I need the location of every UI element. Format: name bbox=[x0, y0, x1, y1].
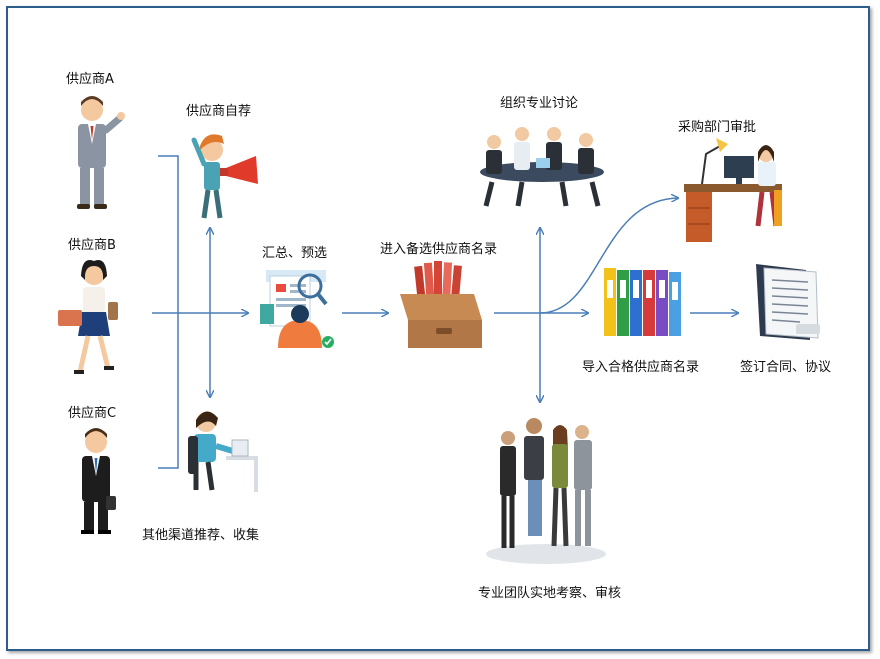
self-recommend-figure bbox=[191, 134, 258, 219]
supplier-c-figure bbox=[81, 428, 116, 534]
label-inspection: 专业团队实地考察、审核 bbox=[478, 586, 622, 601]
label-supplier-a: 供应商A bbox=[66, 72, 114, 87]
discussion-figure bbox=[480, 127, 604, 207]
label-summary: 汇总、预选 bbox=[262, 246, 328, 261]
supplier-a-figure bbox=[77, 96, 125, 209]
inspection-team-figure bbox=[486, 418, 606, 564]
supplier-b-figure bbox=[58, 260, 118, 374]
approval-figure bbox=[684, 138, 782, 242]
bracket-line bbox=[158, 155, 179, 469]
label-contract: 签订合同、协议 bbox=[740, 360, 832, 375]
label-approval: 采购部门审批 bbox=[678, 120, 757, 135]
label-discussion: 组织专业讨论 bbox=[500, 96, 579, 111]
candidate-list-figure bbox=[400, 261, 482, 348]
other-channels-figure bbox=[188, 411, 258, 492]
label-self-recommend: 供应商自荐 bbox=[186, 104, 252, 119]
curve-to-approval-arrow bbox=[539, 198, 678, 314]
connectors bbox=[152, 155, 738, 469]
label-supplier-b: 供应商B bbox=[68, 238, 116, 253]
label-other-channels: 其他渠道推荐、收集 bbox=[142, 528, 260, 543]
qualified-list-figure bbox=[604, 268, 681, 336]
summary-figure bbox=[260, 270, 334, 348]
label-candidate-list: 进入备选供应商名录 bbox=[380, 242, 498, 257]
label-qualified-list: 导入合格供应商名录 bbox=[582, 360, 700, 375]
contract-figure bbox=[756, 264, 820, 340]
label-supplier-c: 供应商C bbox=[68, 406, 117, 421]
